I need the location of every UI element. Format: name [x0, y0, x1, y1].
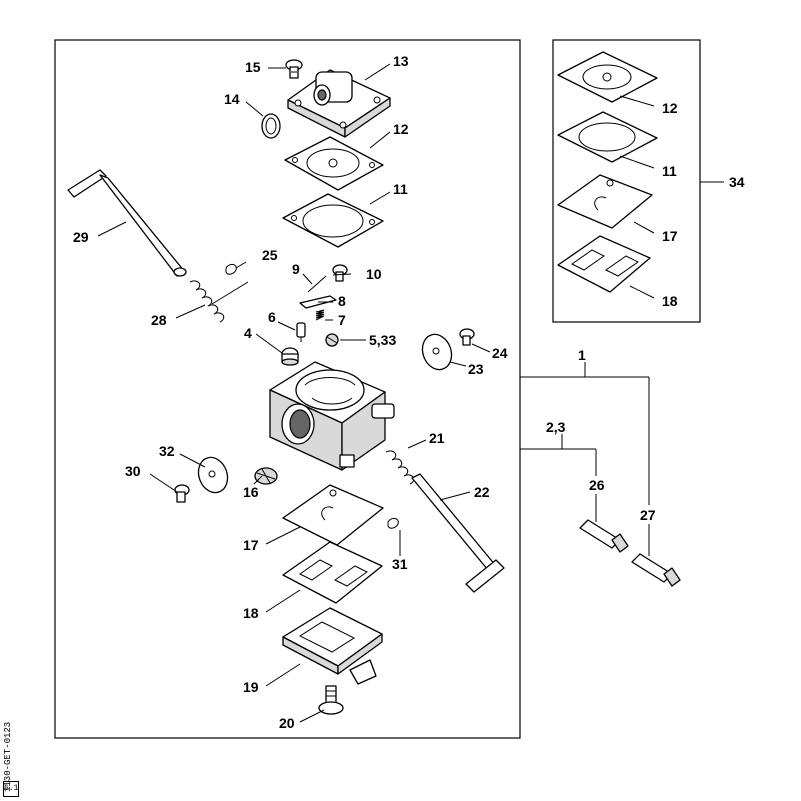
part-15-screw	[285, 59, 303, 79]
callout-30: 30	[125, 463, 141, 479]
leader-lines	[97, 63, 724, 723]
part-22-shaft	[411, 473, 505, 593]
carburetor-body	[269, 361, 395, 471]
callout-17: 17	[243, 537, 259, 553]
kit-callout-11: 11	[662, 163, 677, 179]
callout-13: 13	[393, 53, 409, 69]
drawing-mark: 6.1	[3, 781, 19, 797]
kit-part-17-diaphragm	[557, 174, 653, 229]
part-26-adjusting-screw	[579, 519, 629, 553]
callout-32: 32	[159, 443, 175, 459]
callout-16: 16	[243, 484, 259, 500]
part-23-plate	[421, 333, 453, 371]
part-7-spring	[315, 309, 325, 321]
callout-8: 8	[338, 293, 346, 309]
callout-7: 7	[338, 312, 346, 328]
part-29-shaft	[67, 169, 187, 277]
callout-28: 28	[151, 312, 167, 328]
part-31-clip	[387, 517, 399, 529]
part-24-screw	[459, 328, 475, 346]
callout-14: 14	[224, 91, 240, 107]
callout-2-3: 2,3	[546, 419, 566, 435]
callout-11: 11	[393, 181, 408, 197]
kit-part-11-gasket	[557, 111, 658, 163]
callout-18: 18	[243, 605, 259, 621]
kit-callout-18: 18	[662, 293, 678, 309]
callout-4: 4	[244, 325, 252, 341]
kit-callout-12: 12	[662, 100, 678, 116]
part-28-spring	[189, 280, 249, 323]
callout-34: 34	[729, 174, 745, 190]
main-assembly-frame	[54, 39, 521, 739]
callout-22: 22	[474, 484, 490, 500]
callout-31: 31	[392, 556, 408, 572]
callout-9: 9	[292, 261, 300, 277]
part-19-cover	[282, 607, 383, 685]
kit-callout-17: 17	[662, 228, 678, 244]
part-4-plug	[281, 347, 299, 366]
part-21-spring	[385, 450, 415, 485]
part-32-plate	[197, 456, 229, 494]
kit-part-18-gasket	[557, 235, 651, 293]
part-12-diaphragm	[284, 136, 384, 191]
part-5-33-filter	[325, 333, 339, 347]
callout-29: 29	[73, 229, 89, 245]
callout-6: 6	[268, 309, 276, 325]
part-10-screw	[332, 264, 348, 282]
callout-labels: 1 2,3 4 5,33 6 7 8 9 10 11 12 13 14 15 1…	[73, 53, 745, 731]
callout-21: 21	[429, 430, 445, 446]
callout-20: 20	[279, 715, 295, 731]
callout-23: 23	[468, 361, 484, 377]
callout-12: 12	[393, 121, 409, 137]
part-9-pin	[307, 275, 327, 293]
part-13-cover	[287, 69, 391, 138]
part-30-screw	[174, 484, 190, 503]
part-18-gasket	[282, 541, 383, 604]
gasket-kit-frame	[552, 39, 701, 323]
callout-5-33: 5,33	[369, 332, 396, 348]
kit-part-12-diaphragm	[557, 51, 658, 103]
part-6-needle	[296, 322, 306, 342]
callout-10: 10	[366, 266, 382, 282]
callout-1: 1	[578, 347, 586, 363]
part-27-adjusting-screw	[631, 553, 681, 587]
part-20-screw	[318, 685, 344, 715]
part-11-gasket	[282, 193, 384, 248]
part-16-screen	[254, 467, 278, 485]
callout-19: 19	[243, 679, 259, 695]
part-17-diaphragm	[282, 484, 384, 546]
callout-25: 25	[262, 247, 278, 263]
callout-27: 27	[640, 507, 656, 523]
callout-24: 24	[492, 345, 508, 361]
callout-26: 26	[589, 477, 605, 493]
part-25-clip	[225, 263, 237, 275]
callout-15: 15	[245, 59, 261, 75]
